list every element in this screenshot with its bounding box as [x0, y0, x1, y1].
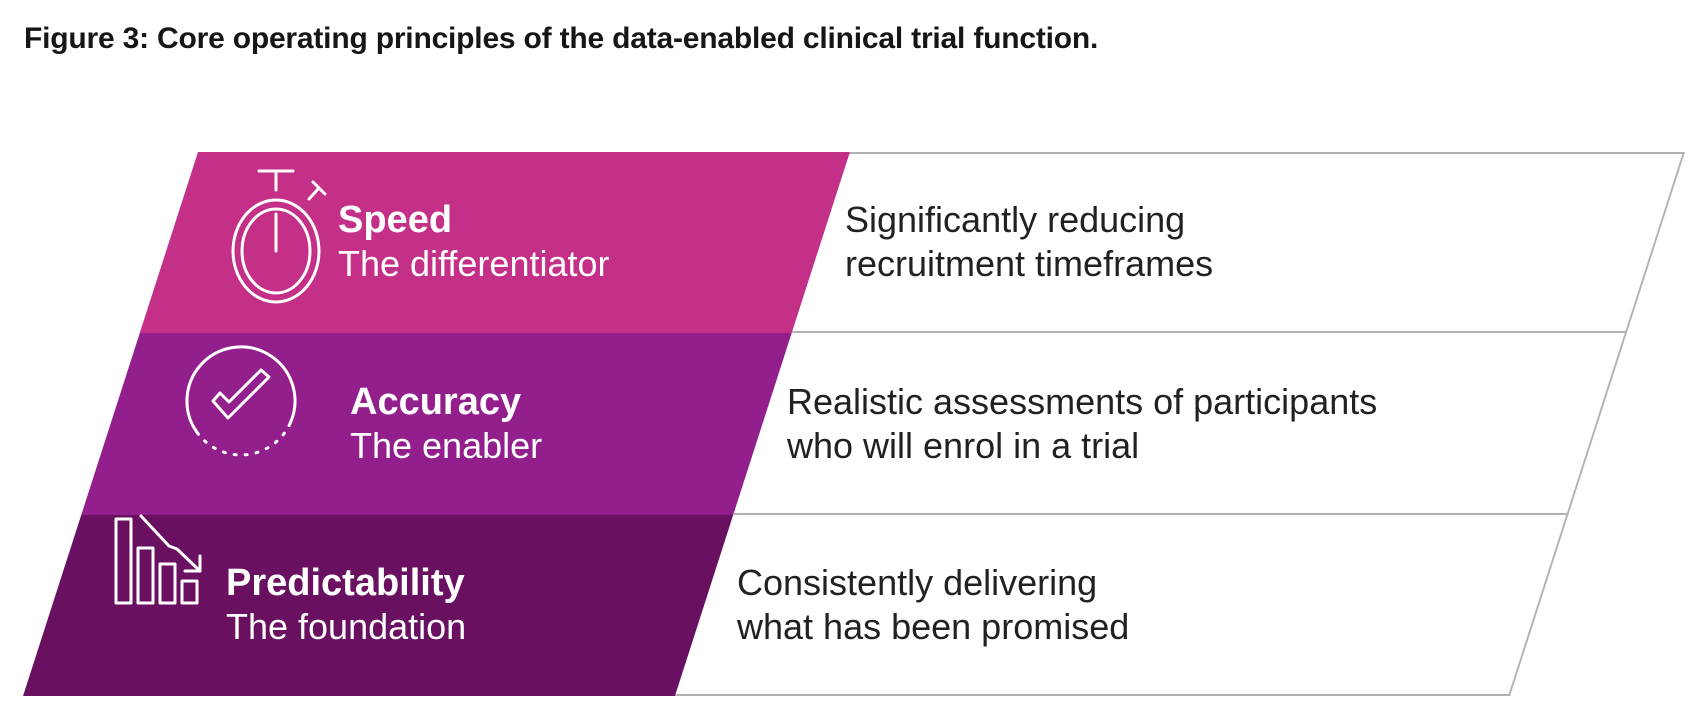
- accuracy-sublabel: The enabler: [350, 425, 543, 466]
- speed-description-line1: Significantly reducing: [845, 199, 1186, 240]
- speed-description-line2: recruitment timeframes: [845, 243, 1214, 284]
- stopwatch-icon: [218, 160, 336, 308]
- speed-sublabel: The differentiator: [338, 243, 610, 284]
- predictability-label: Predictability: [226, 562, 465, 604]
- speed-label: Speed: [338, 199, 453, 241]
- check-circle-icon: [180, 340, 302, 462]
- declining-bar-chart-icon: [113, 512, 213, 607]
- speed-label-block: Speed The differentiator: [338, 198, 610, 286]
- predictability-description-line1: Consistently delivering: [737, 562, 1098, 603]
- predictability-description: Consistently delivering what has been pr…: [737, 561, 1129, 649]
- accuracy-label-block: Accuracy The enabler: [350, 380, 542, 468]
- speed-description: Significantly reducing recruitment timef…: [845, 198, 1213, 286]
- accuracy-description: Realistic assessments of participants wh…: [787, 380, 1377, 468]
- predictability-sublabel: The foundation: [226, 606, 467, 647]
- accuracy-description-line2: who will enrol in a trial: [787, 425, 1140, 466]
- predictability-label-block: Predictability The foundation: [226, 561, 466, 649]
- accuracy-label: Accuracy: [350, 381, 522, 423]
- accuracy-description-line1: Realistic assessments of participants: [787, 381, 1378, 422]
- predictability-description-line2: what has been promised: [737, 606, 1130, 647]
- figure-title: Figure 3: Core operating principles of t…: [24, 22, 1099, 55]
